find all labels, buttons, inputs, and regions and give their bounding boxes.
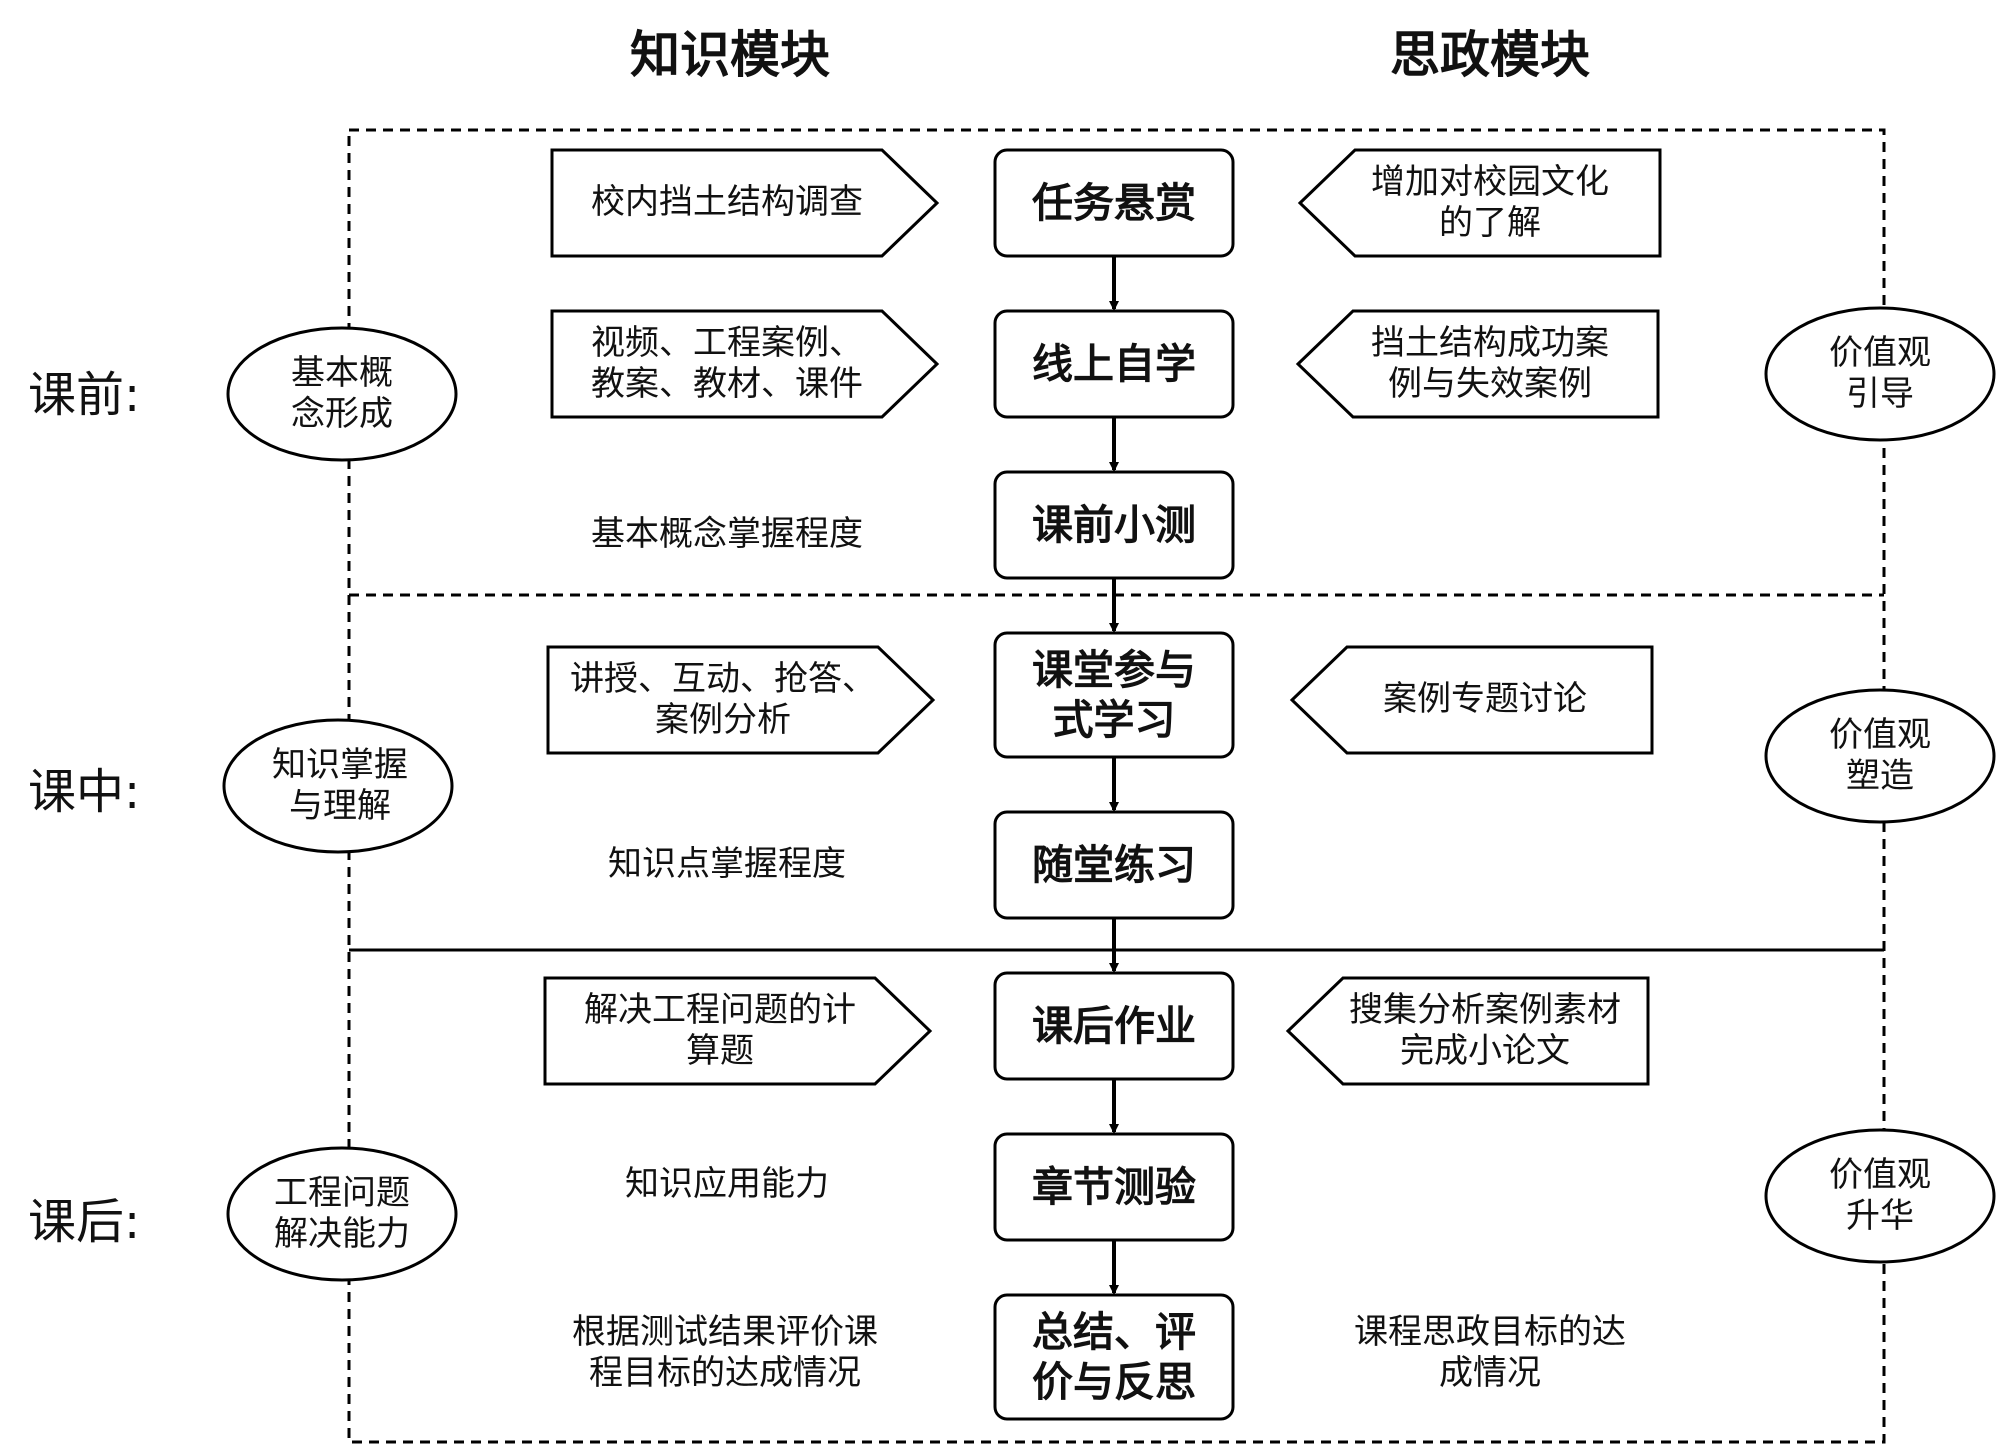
- ideology-module-header: 思政模块: [1390, 26, 1590, 84]
- ideology-arrow-shape-3: [1285, 976, 1650, 1086]
- phase-label-pre-class: 课前:: [28, 367, 141, 423]
- ideology-item-case-paper: 搜集分析案例素材 完成小论文: [1349, 989, 1621, 1071]
- knowledge-goal-post-class-ellipse: [226, 1146, 458, 1282]
- ideology-item-campus-culture: 增加对校园文化 的了解: [1371, 161, 1609, 243]
- knowledge-goal-pre-class-ellipse: [226, 326, 458, 462]
- ideology-goal-in-class: 价值观 塑造: [1829, 714, 1931, 796]
- knowledge-goal-in-class: 知识掌握 与理解: [272, 744, 408, 826]
- step-box-7: [993, 1293, 1235, 1421]
- ideology-item-goal-achievement: 课程思政目标的达 成情况: [1354, 1311, 1626, 1393]
- phase-label-post-class: 课后:: [28, 1194, 141, 1250]
- step-online-self-study: 线上自学: [1032, 339, 1196, 388]
- step-homework: 课后作业: [1032, 1001, 1196, 1050]
- ideology-goal-in-class-ellipse: [1764, 688, 1996, 824]
- step-chapter-test: 章节测验: [1032, 1162, 1196, 1211]
- ideology-item-success-failure-cases: 挡土结构成功案 例与失效案例: [1371, 322, 1609, 404]
- knowledge-arrow-shape-0: [550, 148, 940, 258]
- ideology-goal-post-class-ellipse: [1764, 1128, 1996, 1264]
- knowledge-goal-in-class-ellipse: [222, 718, 454, 854]
- knowledge-goal-pre-class: 基本概 念形成: [291, 352, 393, 434]
- step-task-reward: 任务悬赏: [1032, 178, 1196, 227]
- phase-label-in-class: 课中:: [28, 764, 141, 820]
- step-summary-reflection: 总结、评 价与反思: [1032, 1307, 1196, 1406]
- ideology-arrow-shape-0: [1297, 148, 1662, 258]
- knowledge-item-lecture-interaction: 讲授、互动、抢答、 案例分析: [570, 658, 876, 740]
- knowledge-item-concept-mastery: 基本概念掌握程度: [591, 514, 863, 555]
- knowledge-arrow-shape-2: [546, 645, 936, 755]
- step-pre-class-quiz: 课前小测: [1032, 500, 1196, 549]
- knowledge-item-calculation-problems: 解决工程问题的计 算题: [584, 989, 856, 1071]
- knowledge-item-point-mastery: 知识点掌握程度: [608, 844, 846, 885]
- ideology-goal-pre-class-ellipse: [1764, 306, 1996, 442]
- knowledge-arrow-shape-1: [550, 309, 940, 419]
- knowledge-item-evaluation: 根据测试结果评价课 程目标的达成情况: [572, 1311, 878, 1393]
- knowledge-goal-post-class: 工程问题 解决能力: [274, 1172, 410, 1254]
- ideology-goal-pre-class: 价值观 引导: [1829, 332, 1931, 414]
- step-participatory-learning: 课堂参与 式学习: [1032, 645, 1196, 744]
- knowledge-module-header: 知识模块: [630, 26, 830, 84]
- ideology-goal-post-class: 价值观 升华: [1829, 1154, 1931, 1236]
- ideology-arrow-shape-1: [1295, 309, 1660, 419]
- knowledge-item-application-ability: 知识应用能力: [625, 1164, 829, 1205]
- knowledge-item-campus-survey: 校内挡土结构调查: [591, 182, 863, 223]
- ideology-item-case-discussion: 案例专题讨论: [1383, 679, 1587, 720]
- knowledge-item-online-materials: 视频、工程案例、 教案、教材、课件: [591, 322, 863, 404]
- ideology-arrow-shape-2: [1289, 645, 1654, 755]
- knowledge-arrow-shape-3: [543, 976, 933, 1086]
- step-in-class-exercise: 随堂练习: [1032, 840, 1196, 889]
